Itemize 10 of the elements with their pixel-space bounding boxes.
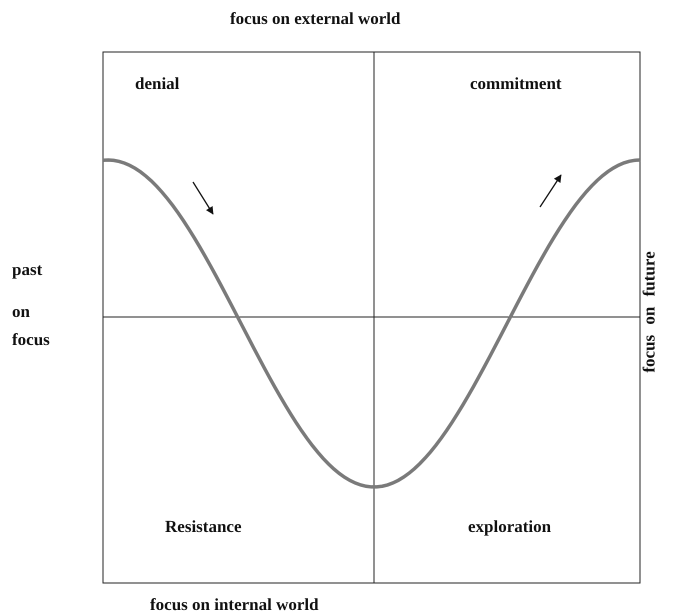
axis-label: focus on internal world (150, 596, 319, 613)
quadrant-label: denial (135, 75, 180, 92)
quadrant-label: commitment (470, 75, 562, 92)
quadrant-label: Resistance (165, 518, 242, 535)
axis-label: focus (12, 331, 50, 348)
axis-label: past (12, 261, 42, 278)
axis-label: on (12, 303, 30, 320)
quadrant-label: exploration (468, 518, 552, 535)
axis-label: focus on future (640, 251, 658, 373)
axis-label: focus on external world (230, 10, 400, 27)
